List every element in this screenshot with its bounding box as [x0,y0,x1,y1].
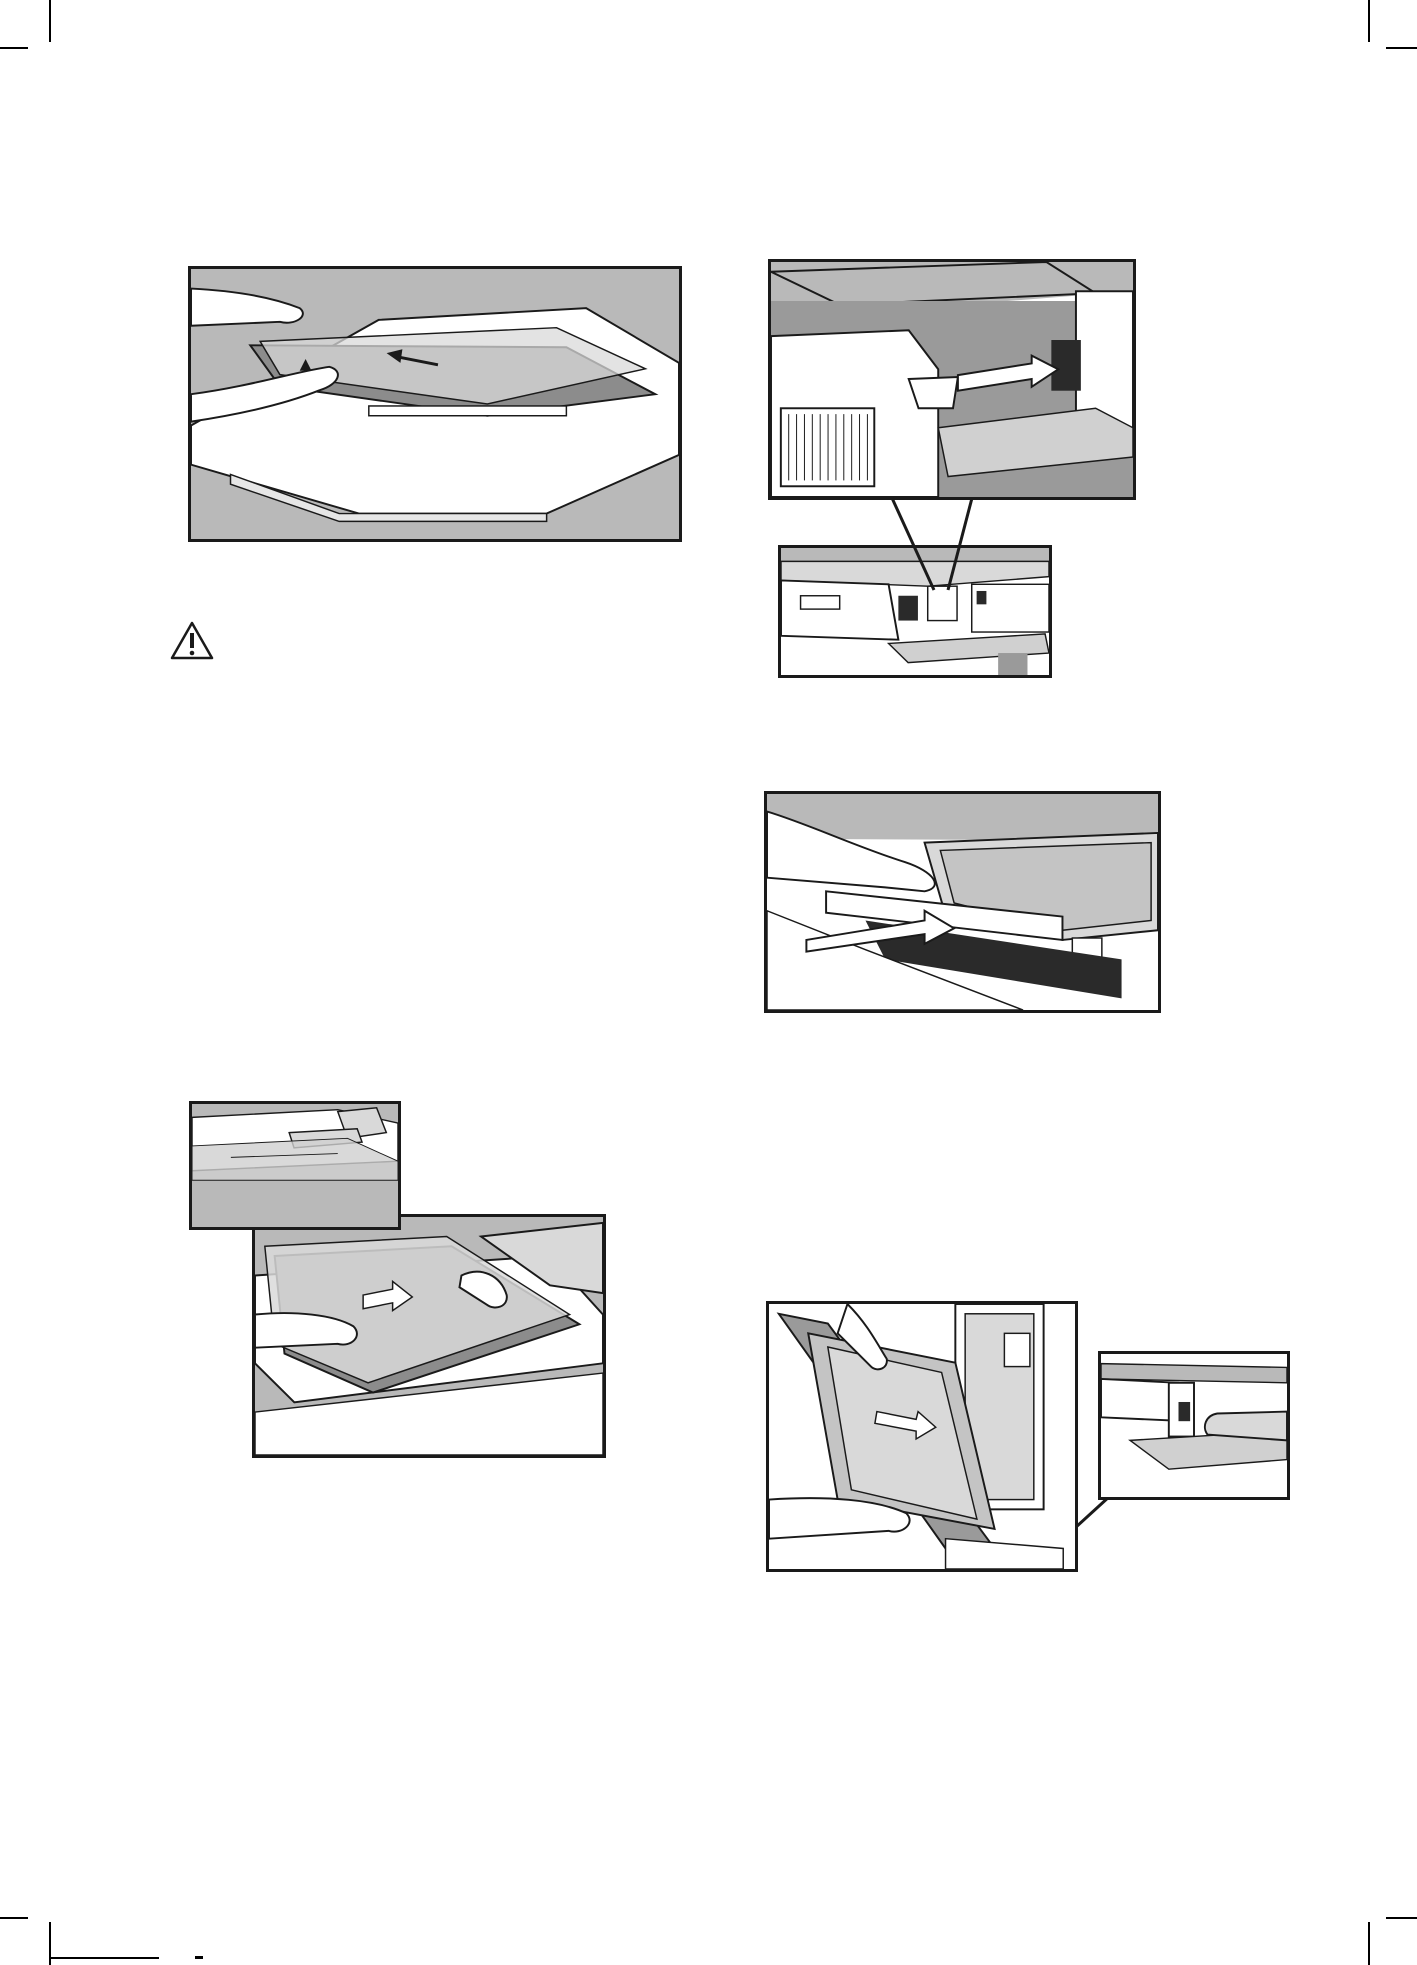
fig-clip-detail-overview [778,545,1052,678]
slide-inset-icon [192,1104,398,1227]
clip-overview-icon [781,548,1049,675]
fig-slide-glass-in [252,1214,606,1458]
clip-detail-icon [771,262,1133,497]
fig-refit-door-inset [1098,1351,1290,1500]
fig-lift-glass-panel [188,266,682,542]
hands-sliding-glass-icon [255,1217,603,1455]
crop-mark-bottom-left-h [0,1917,28,1919]
fig-push-trim [764,791,1161,1013]
crop-mark-top-right-h [1386,47,1417,49]
fig-slide-glass-in-inset [189,1101,401,1230]
page-footer-tick [195,1956,203,1959]
crop-mark-top-left-v [49,0,51,42]
hand-pushing-trim-icon [767,794,1158,1010]
hands-refitting-door-icon [769,1304,1075,1569]
fig-refit-door [766,1301,1078,1572]
hinge-inset-icon [1101,1354,1287,1497]
crop-mark-bottom-right-v [1368,1922,1370,1965]
fig-clip-detail [768,259,1136,500]
crop-mark-bottom-right-h [1386,1917,1417,1919]
crop-mark-top-right-v [1368,0,1370,42]
warning-triangle-icon [169,620,215,662]
hands-lifting-glass-icon [191,269,679,539]
crop-mark-top-left-h [0,47,28,49]
page-footer-rule [49,1957,159,1959]
